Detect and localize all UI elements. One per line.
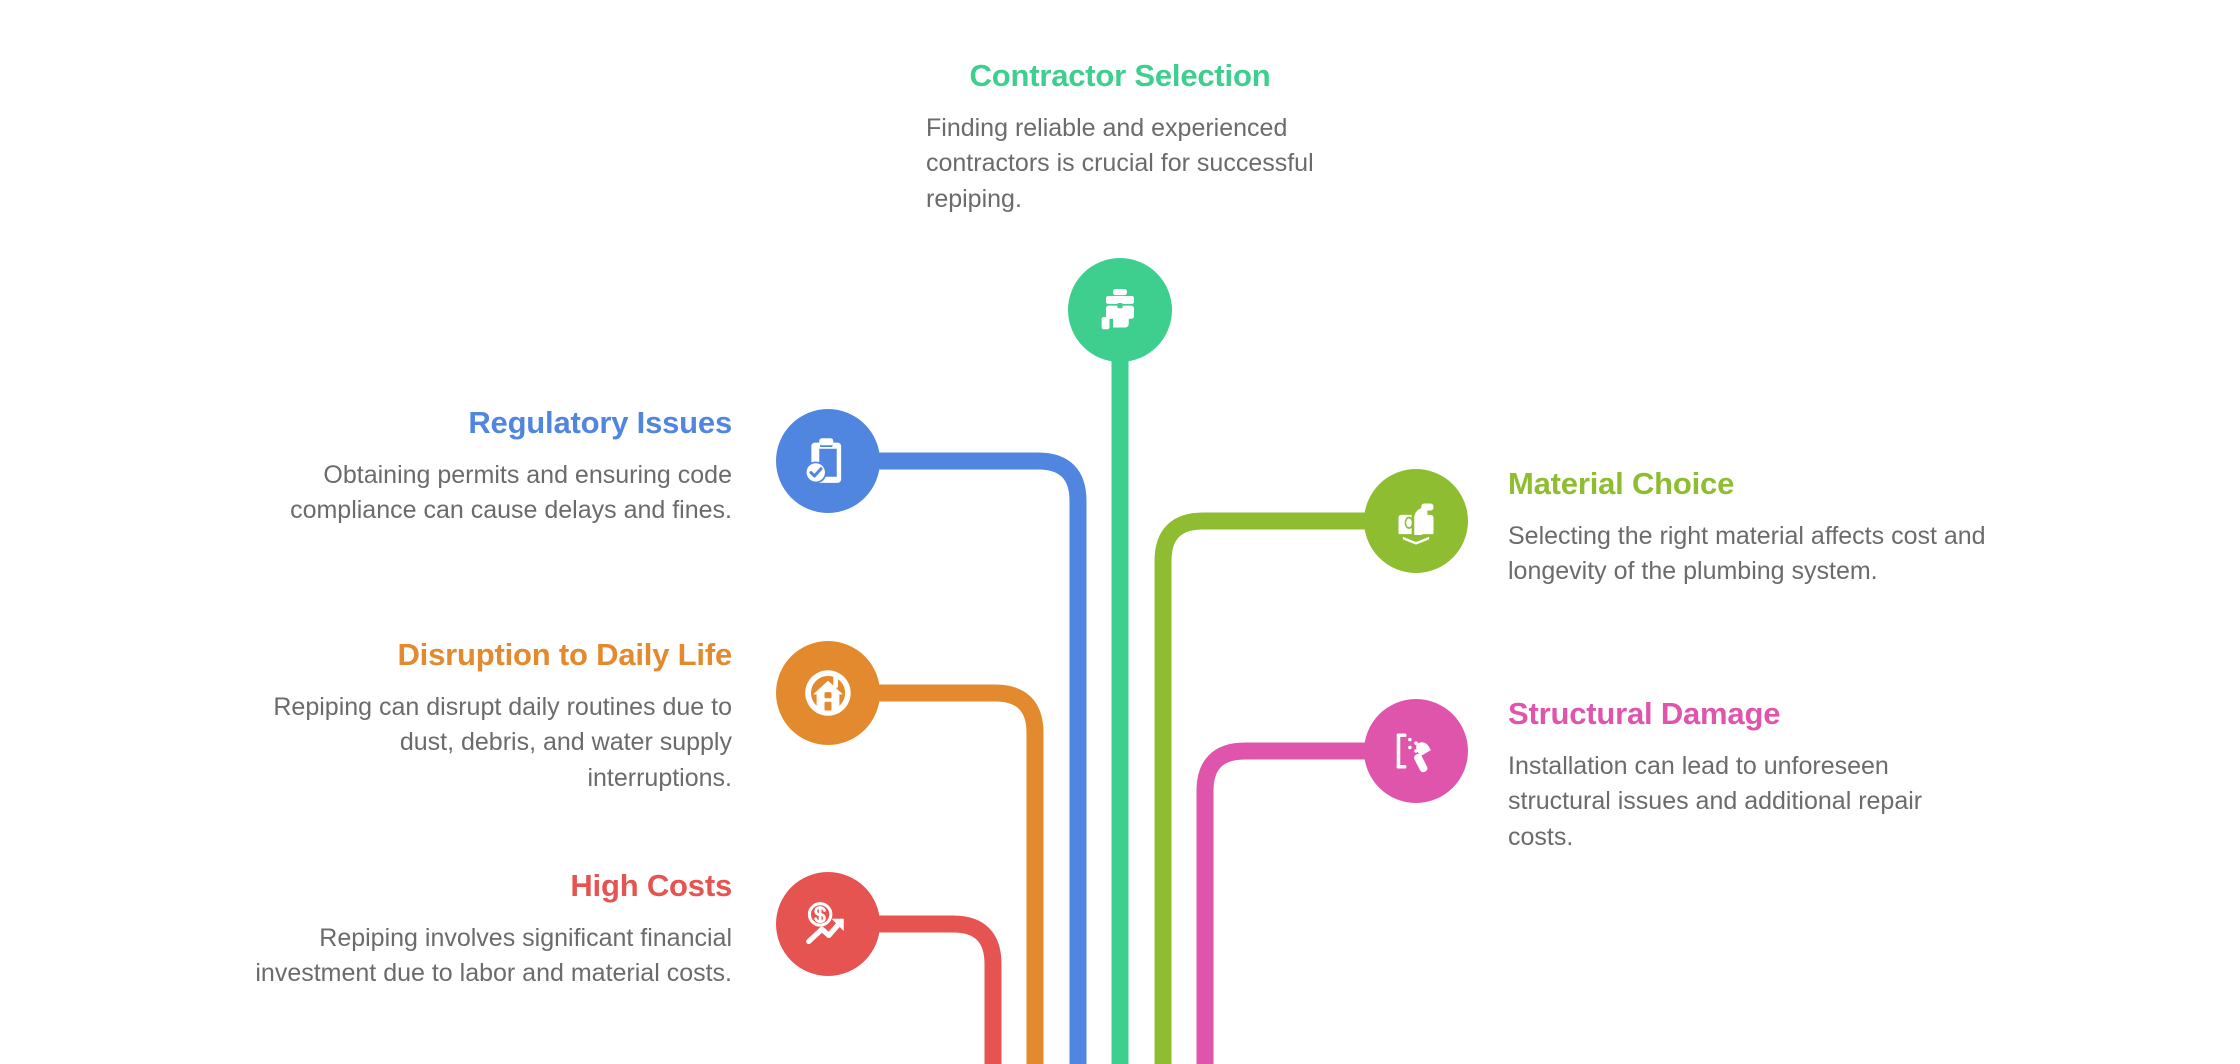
- node-contractor-selection-text: Contractor Selection Finding reliable an…: [880, 58, 1360, 217]
- house-ring-icon: [805, 670, 851, 716]
- node-icon-high-costs[interactable]: [776, 872, 880, 976]
- briefcase-thumbsup-icon: [1101, 289, 1134, 330]
- connector-structural-damage: [1196, 742, 1397, 1064]
- node-description-regulatory-issues: Obtaining permits and ensuring code comp…: [290, 460, 732, 525]
- node-icon-structural-damage[interactable]: [1364, 699, 1468, 803]
- node-disruption-to-daily-life-text: Disruption to Daily Life Repiping can di…: [250, 637, 732, 796]
- node-title-structural-damage: Structural Damage: [1508, 696, 1781, 731]
- node-title-high-costs: High Costs: [570, 868, 732, 903]
- node-high-costs-text: High Costs Repiping involves significant…: [250, 868, 732, 992]
- hammer-wall-icon: [1396, 733, 1431, 773]
- node-description-high-costs: Repiping involves significant financial …: [255, 923, 732, 988]
- node-title-disruption-to-daily-life: Disruption to Daily Life: [397, 637, 733, 672]
- node-description-material-choice: Selecting the right material affects cos…: [1508, 521, 1986, 586]
- dollar-growth-icon: [806, 902, 844, 945]
- node-title-regulatory-issues: Regulatory Issues: [468, 405, 732, 440]
- node-title-contractor-selection: Contractor Selection: [969, 58, 1271, 93]
- node-icon-material-choice[interactable]: [1364, 469, 1468, 573]
- node-title-material-choice: Material Choice: [1508, 466, 1735, 501]
- node-icon-disruption-to-daily-life[interactable]: [776, 641, 880, 745]
- node-icon-contractor-selection[interactable]: [1068, 258, 1172, 362]
- connector-regulatory-issues: [843, 452, 1087, 1064]
- connector-material-choice: [1154, 512, 1397, 1064]
- node-material-choice-text: Material Choice Selecting the right mate…: [1508, 466, 1988, 590]
- connector-disruption-to-daily-life: [843, 684, 1044, 1064]
- node-icon-regulatory-issues[interactable]: [776, 409, 880, 513]
- pipe-choice-icon: [1398, 503, 1434, 545]
- node-description-contractor-selection: Finding reliable and experienced contrac…: [926, 113, 1314, 213]
- node-regulatory-issues-text: Regulatory Issues Obtaining permits and …: [250, 405, 732, 529]
- node-structural-damage-text: Structural Damage Installation can lead …: [1508, 696, 1988, 855]
- clipboard-check-icon: [804, 438, 842, 484]
- node-description-disruption-to-daily-life: Repiping can disrupt daily routines due …: [273, 692, 732, 792]
- node-description-structural-damage: Installation can lead to unforeseen stru…: [1508, 751, 1923, 851]
